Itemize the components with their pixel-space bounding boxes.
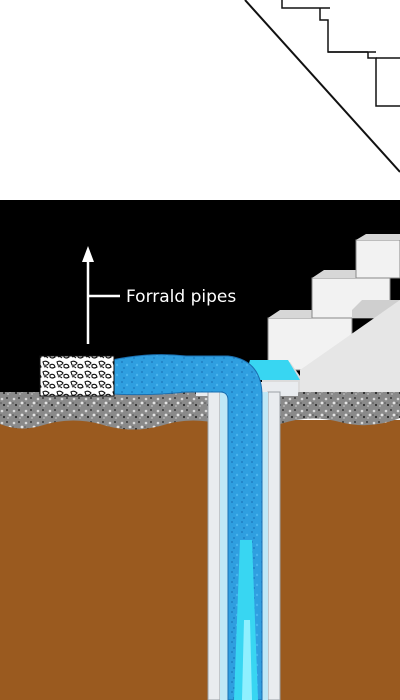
pipe-label: Forrald pipes — [126, 287, 236, 307]
sky-area — [0, 0, 400, 200]
casing-wall-right — [267, 391, 281, 700]
arrow-up-icon — [82, 246, 94, 262]
casing-wall-left — [207, 391, 221, 700]
roof-diagonal-line — [244, 0, 400, 173]
water-highlight-core — [242, 620, 252, 700]
gravel-layer — [0, 392, 400, 430]
stair-base — [300, 300, 400, 392]
stairs — [262, 234, 400, 392]
soil-layer — [0, 420, 400, 700]
upper-drawing — [0, 0, 400, 200]
stair-step — [355, 239, 400, 279]
pipe-callout: Forrald pipes — [82, 246, 236, 344]
stair-step-top — [356, 234, 400, 240]
rock-filter — [39, 355, 115, 397]
